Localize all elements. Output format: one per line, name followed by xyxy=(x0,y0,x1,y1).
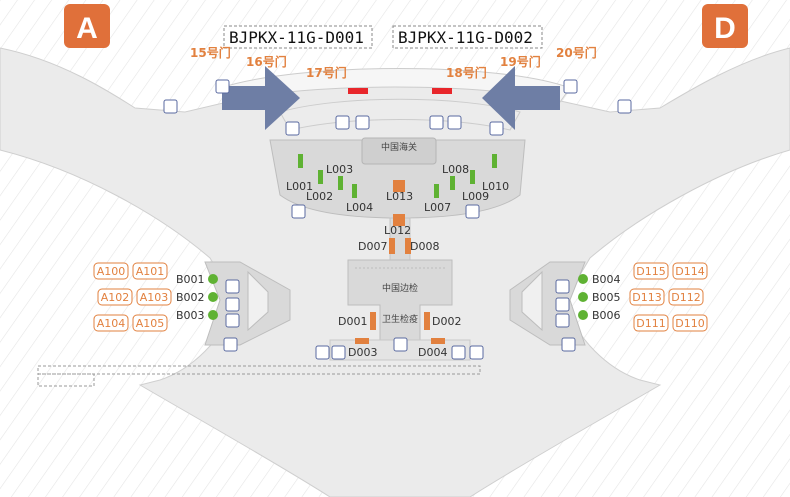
counter-A104: A104 xyxy=(97,317,126,330)
callout-right-text: BJPKX-11G-D002 xyxy=(398,28,533,47)
gate-labels: 15号门 16号门 17号门 18号门 19号门 20号门 xyxy=(190,45,597,80)
pier-d-letter: D xyxy=(714,12,736,45)
elevator-icon xyxy=(465,204,480,219)
counter-D110: D110 xyxy=(675,317,704,330)
pier-a-letter: A xyxy=(76,12,98,45)
label-L004: L004 xyxy=(346,201,373,214)
green-lane-bars xyxy=(298,154,497,198)
checkpoint-markers xyxy=(355,180,445,344)
label-L008: L008 xyxy=(442,163,469,176)
customs-hall xyxy=(269,137,526,219)
escalator-icon xyxy=(555,297,570,312)
gate-20-label: 20号门 xyxy=(556,45,597,60)
gate-17-label: 17号门 xyxy=(306,65,347,80)
gate-15-label: 15号门 xyxy=(190,45,231,60)
elevator-icon xyxy=(285,121,300,136)
counter-D112: D112 xyxy=(671,291,700,304)
counter-D113: D113 xyxy=(632,291,661,304)
elevator-icon xyxy=(617,99,632,114)
label-B002: B002 xyxy=(176,291,205,304)
counter-D111: D111 xyxy=(636,317,665,330)
elevator-icon xyxy=(291,204,306,219)
label-D004: D004 xyxy=(418,346,447,359)
escalator-icon xyxy=(331,345,346,360)
elevator-icon xyxy=(561,337,576,352)
callout-right: BJPKX-11G-D002 xyxy=(392,25,543,49)
elevator-icon xyxy=(393,337,408,352)
label-L007: L007 xyxy=(424,201,451,214)
escalator-icon xyxy=(225,297,240,312)
counter-A102: A102 xyxy=(101,291,130,304)
door-18-marker xyxy=(432,88,452,94)
label-L003: L003 xyxy=(326,163,353,176)
gate-19-label: 19号门 xyxy=(500,54,541,69)
elevator-icon xyxy=(223,337,238,352)
customs-label: 中国海关 xyxy=(381,141,417,153)
counter-A103: A103 xyxy=(140,291,169,304)
gate-16-label: 16号门 xyxy=(246,54,287,69)
escalator-icon xyxy=(447,115,462,130)
elevator-icon xyxy=(225,313,240,328)
counter-A101: A101 xyxy=(136,265,165,278)
elevator-icon xyxy=(163,99,178,114)
label-B001: B001 xyxy=(176,273,205,286)
location-ids: L001 L002 L003 L004 L013 L007 L008 L009 … xyxy=(176,163,621,359)
callout-left: BJPKX-11G-D001 xyxy=(223,25,373,49)
label-D001: D001 xyxy=(338,315,367,328)
label-L010: L010 xyxy=(482,180,509,193)
escalator-icon xyxy=(451,345,466,360)
label-L002: L002 xyxy=(306,190,333,203)
label-L001: L001 xyxy=(286,180,313,193)
elevator-icon xyxy=(489,121,504,136)
label-L009: L009 xyxy=(462,190,489,203)
elevator-icon xyxy=(555,313,570,328)
label-D007: D007 xyxy=(358,240,387,253)
escalator-icon xyxy=(563,79,578,94)
b-gate-markers xyxy=(208,274,588,320)
label-D003: D003 xyxy=(348,346,377,359)
elevator-icon xyxy=(469,345,484,360)
counter-D114: D114 xyxy=(675,265,704,278)
border-control-label: 中国边检 xyxy=(382,282,418,294)
arrow-left-icon xyxy=(482,66,560,130)
elevator-icon xyxy=(555,279,570,294)
label-B005: B005 xyxy=(592,291,621,304)
elevator-icon xyxy=(355,115,370,130)
facility-icons xyxy=(163,79,632,360)
label-B006: B006 xyxy=(592,309,621,322)
escalator-icon xyxy=(335,115,350,130)
quarantine-label: 卫生检疫 xyxy=(382,313,418,325)
escalator-icon xyxy=(215,79,230,94)
label-L013: L013 xyxy=(386,190,413,203)
label-D008: D008 xyxy=(410,240,439,253)
counters-left: A100 A101 A102 A103 A104 A105 xyxy=(93,262,172,332)
label-B003: B003 xyxy=(176,309,205,322)
door-17-marker xyxy=(348,88,368,94)
elevator-icon xyxy=(429,115,444,130)
gate-18-label: 18号门 xyxy=(446,65,487,80)
counters-right: D115 D114 D113 D112 D111 D110 xyxy=(629,262,708,332)
label-L012: L012 xyxy=(384,224,411,237)
counter-A100: A100 xyxy=(97,265,126,278)
counter-D115: D115 xyxy=(636,265,665,278)
elevator-icon xyxy=(315,345,330,360)
pier-d-badge: D xyxy=(702,4,748,48)
arrow-right-icon xyxy=(222,66,300,130)
counter-A105: A105 xyxy=(136,317,165,330)
callout-left-text: BJPKX-11G-D001 xyxy=(229,28,364,47)
elevator-icon xyxy=(225,279,240,294)
label-B004: B004 xyxy=(592,273,621,286)
pier-a-badge: A xyxy=(64,4,110,48)
dashed-selection xyxy=(37,365,481,387)
label-D002: D002 xyxy=(432,315,461,328)
